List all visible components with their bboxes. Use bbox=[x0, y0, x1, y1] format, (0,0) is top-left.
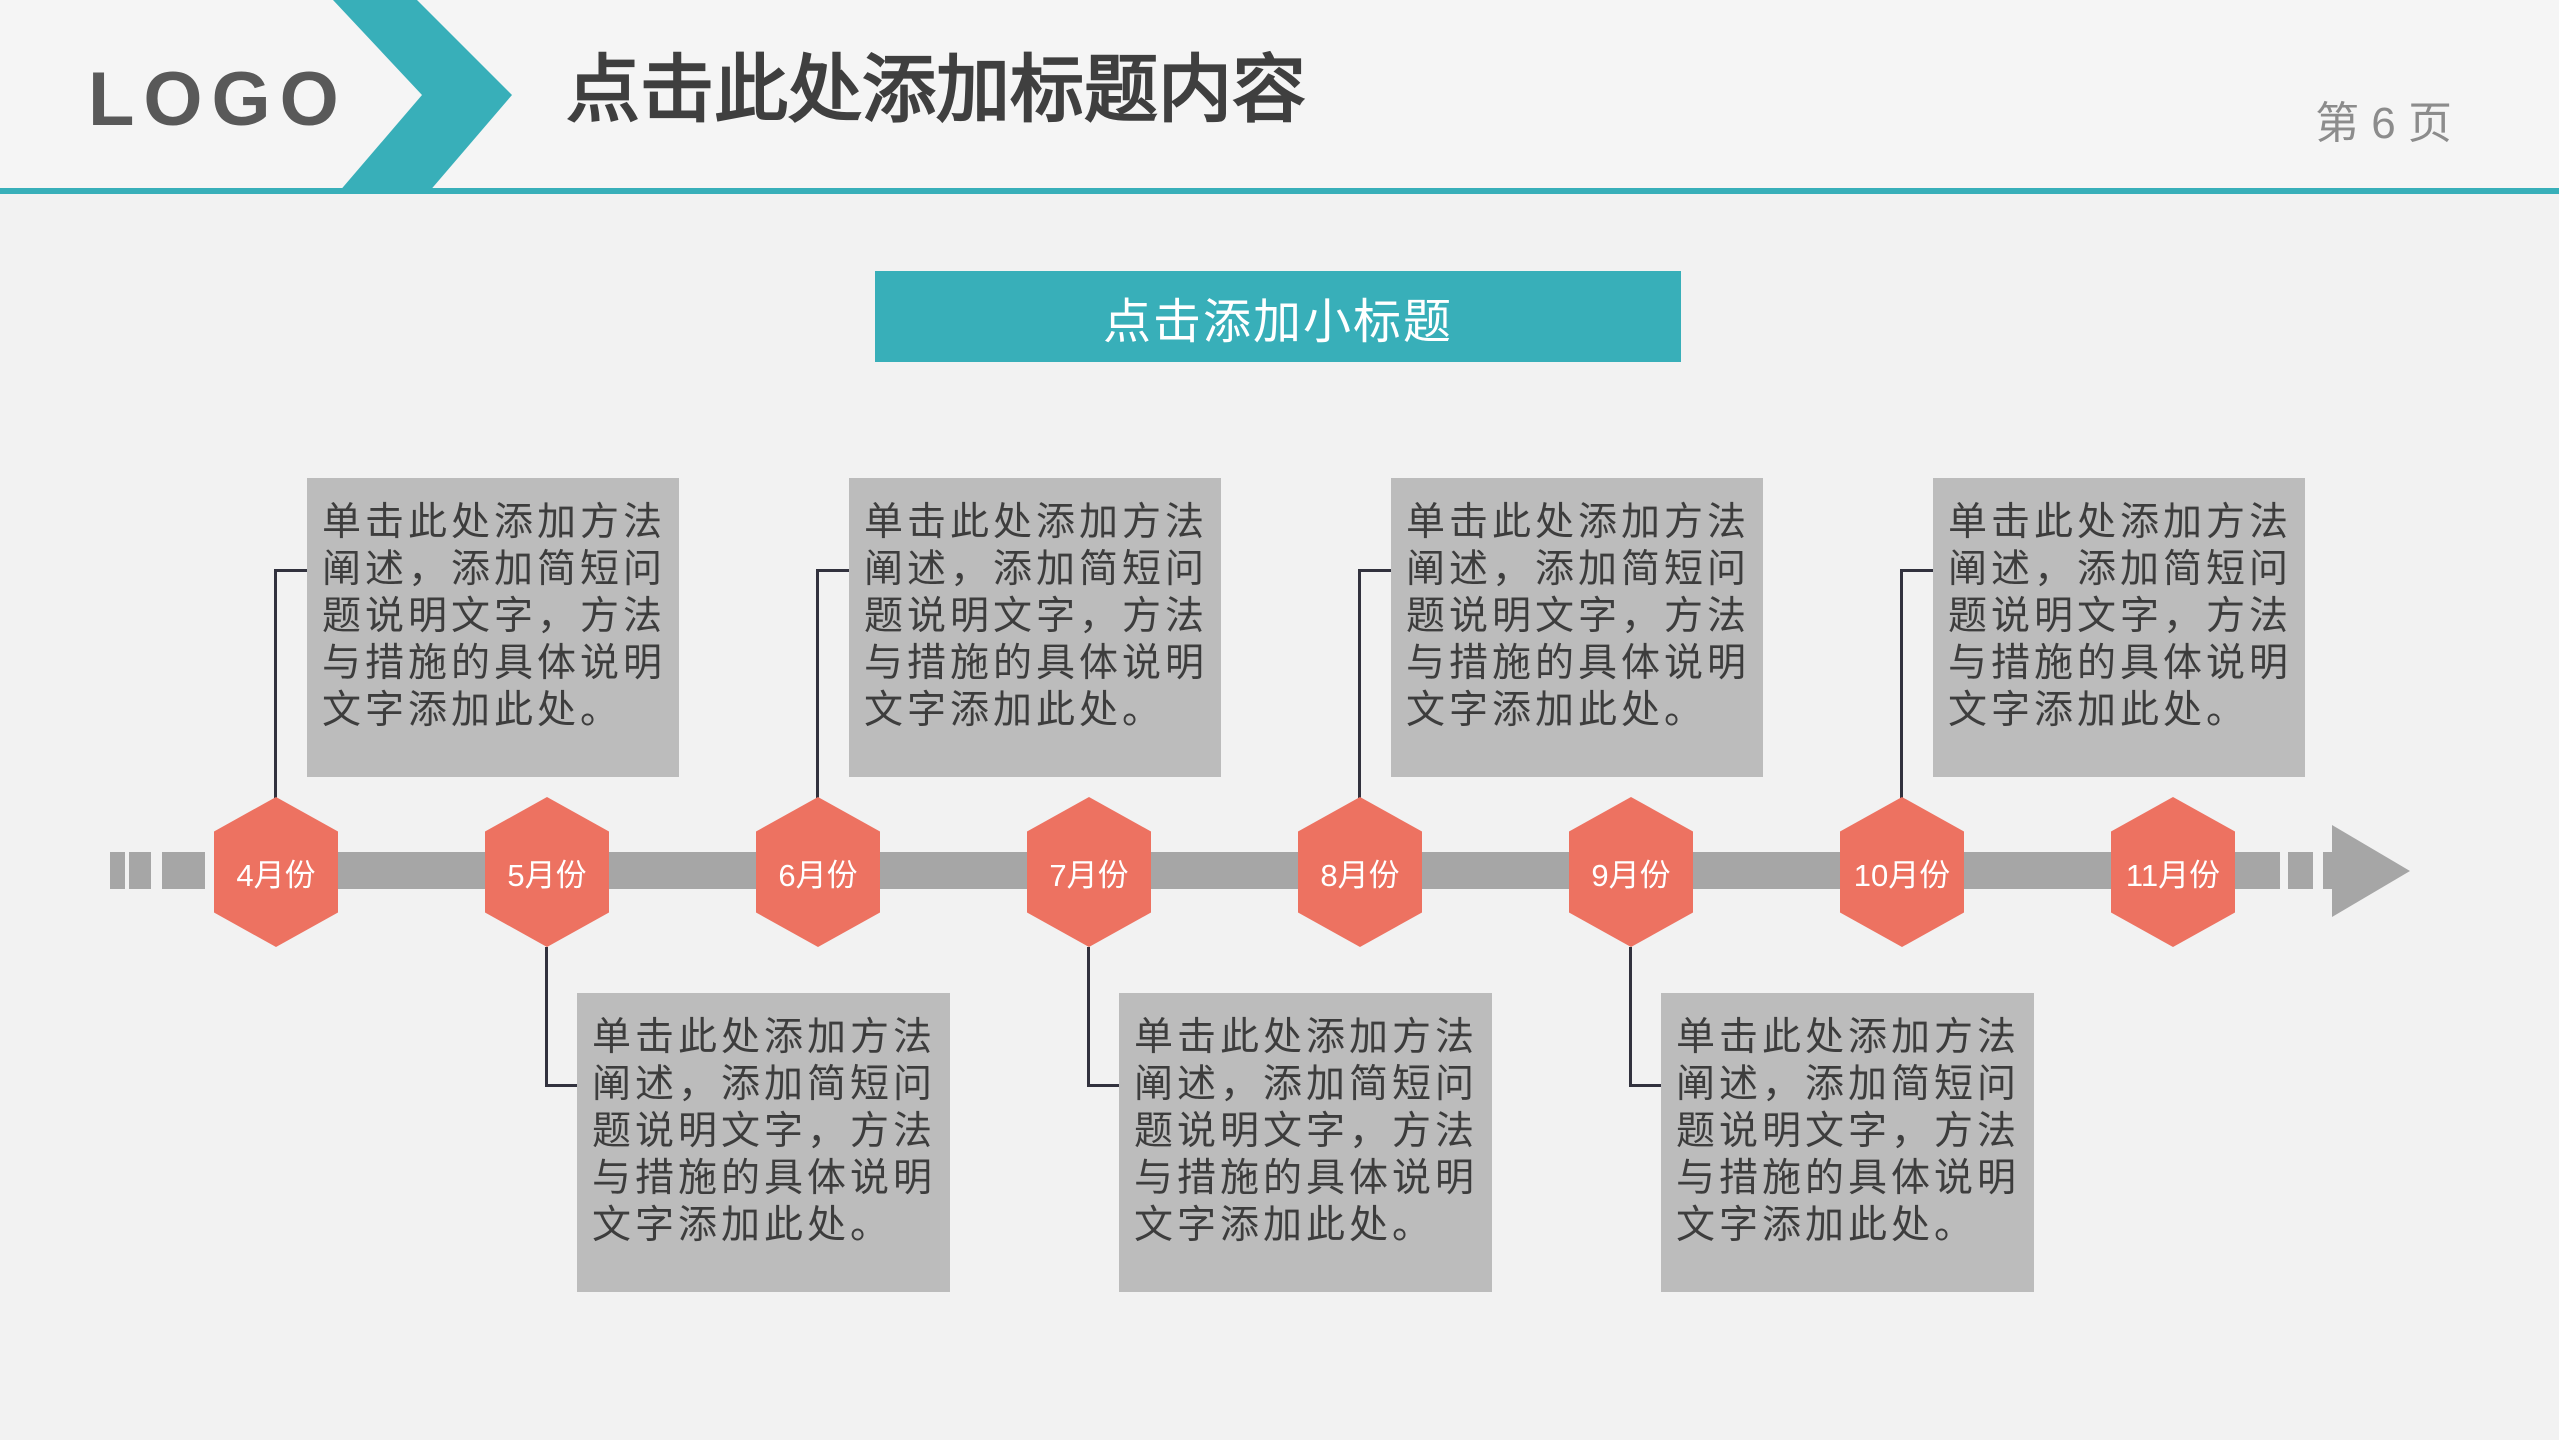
month-label: 4月份 bbox=[236, 857, 316, 893]
note-text: 文字添加此处。 bbox=[864, 689, 1166, 732]
note-text: 与措施的具体说明 bbox=[1676, 1157, 2021, 1200]
note-text: 阐述，添加简短问 bbox=[592, 1063, 937, 1106]
note-box-top-1[interactable]: 单击此处添加方法 阐述，添加简短问 题说明文字，方法 与措施的具体说明 文字添加… bbox=[307, 478, 679, 777]
note-text: 文字添加此处。 bbox=[1406, 689, 1708, 732]
timeline-dash bbox=[2288, 852, 2313, 889]
timeline-dash bbox=[2323, 852, 2332, 889]
note-text: 单击此处添加方法 bbox=[1948, 501, 2293, 544]
connector-line bbox=[1087, 1084, 1121, 1087]
note-box-top-3[interactable]: 单击此处添加方法 阐述，添加简短问 题说明文字，方法 与措施的具体说明 文字添加… bbox=[1391, 478, 1763, 777]
month-label: 6月份 bbox=[778, 857, 858, 893]
hexagon-month-4[interactable]: 4月份 bbox=[214, 797, 338, 947]
note-text: 阐述，添加简短问 bbox=[1948, 548, 2293, 591]
hexagon-month-7[interactable]: 7月份 bbox=[1027, 797, 1151, 947]
hexagon-month-10[interactable]: 10月份 bbox=[1840, 797, 1964, 947]
note-text: 与措施的具体说明 bbox=[1948, 642, 2293, 685]
note-box-bottom-2[interactable]: 单击此处添加方法 阐述，添加简短问 题说明文字，方法 与措施的具体说明 文字添加… bbox=[1119, 993, 1492, 1292]
page-number: 第 6 页 bbox=[2315, 99, 2452, 148]
connector-line bbox=[1900, 569, 1934, 572]
note-text: 文字添加此处。 bbox=[1676, 1204, 1978, 1247]
hexagon-month-8[interactable]: 8月份 bbox=[1298, 797, 1422, 947]
timeline-dash bbox=[110, 852, 125, 889]
hexagon-month-6[interactable]: 6月份 bbox=[756, 797, 880, 947]
note-text: 阐述，添加简短问 bbox=[1676, 1063, 2021, 1106]
note-text: 题说明文字，方法 bbox=[322, 595, 667, 638]
note-text: 题说明文字，方法 bbox=[1676, 1110, 2021, 1153]
connector-line bbox=[1629, 1084, 1663, 1087]
note-box-bottom-1[interactable]: 单击此处添加方法 阐述，添加简短问 题说明文字，方法 与措施的具体说明 文字添加… bbox=[577, 993, 950, 1292]
note-text: 单击此处添加方法 bbox=[322, 501, 667, 544]
note-text: 文字添加此处。 bbox=[592, 1204, 894, 1247]
note-text: 阐述，添加简短问 bbox=[322, 548, 667, 591]
connector-line bbox=[1358, 569, 1361, 798]
note-box-bottom-3[interactable]: 单击此处添加方法 阐述，添加简短问 题说明文字，方法 与措施的具体说明 文字添加… bbox=[1661, 993, 2034, 1292]
month-label: 9月份 bbox=[1591, 857, 1671, 893]
timeline-arrow-icon bbox=[2332, 825, 2410, 917]
hexagon-month-11[interactable]: 11月份 bbox=[2111, 797, 2235, 947]
connector-line bbox=[1358, 569, 1392, 572]
note-text: 题说明文字，方法 bbox=[592, 1110, 937, 1153]
note-text: 与措施的具体说明 bbox=[592, 1157, 937, 1200]
note-text: 题说明文字，方法 bbox=[1406, 595, 1751, 638]
note-text: 与措施的具体说明 bbox=[322, 642, 667, 685]
note-text: 单击此处添加方法 bbox=[592, 1016, 937, 1059]
note-text: 与措施的具体说明 bbox=[1406, 642, 1751, 685]
note-text: 文字添加此处。 bbox=[322, 689, 624, 732]
connector-line bbox=[816, 569, 819, 798]
connector-line bbox=[274, 569, 277, 798]
subtitle-label: 点击添加小标题 bbox=[1102, 295, 1453, 349]
logo-text: LOGO bbox=[88, 57, 348, 142]
note-text: 阐述，添加简短问 bbox=[1134, 1063, 1479, 1106]
subtitle-banner[interactable]: 点击添加小标题 bbox=[875, 271, 1681, 362]
hexagon-month-5[interactable]: 5月份 bbox=[485, 797, 609, 947]
connector-line bbox=[1900, 569, 1903, 798]
page-title[interactable]: 点击此处添加标题内容 bbox=[566, 48, 1306, 131]
note-text: 单击此处添加方法 bbox=[1134, 1016, 1479, 1059]
note-box-top-2[interactable]: 单击此处添加方法 阐述，添加简短问 题说明文字，方法 与措施的具体说明 文字添加… bbox=[849, 478, 1221, 777]
note-box-top-4[interactable]: 单击此处添加方法 阐述，添加简短问 题说明文字，方法 与措施的具体说明 文字添加… bbox=[1933, 478, 2305, 777]
header-divider-line bbox=[0, 188, 2559, 194]
note-text: 题说明文字，方法 bbox=[1134, 1110, 1479, 1153]
note-text: 题说明文字，方法 bbox=[864, 595, 1209, 638]
note-text: 阐述，添加简短问 bbox=[864, 548, 1209, 591]
note-text: 与措施的具体说明 bbox=[864, 642, 1209, 685]
connector-line bbox=[545, 1084, 579, 1087]
note-text: 文字添加此处。 bbox=[1948, 689, 2250, 732]
timeline-dash bbox=[129, 852, 151, 889]
month-label: 10月份 bbox=[1853, 857, 1951, 893]
connector-line bbox=[816, 569, 850, 572]
connector-line bbox=[1629, 947, 1632, 1087]
connector-line bbox=[274, 569, 308, 572]
note-text: 题说明文字，方法 bbox=[1948, 595, 2293, 638]
month-label: 8月份 bbox=[1320, 857, 1400, 893]
month-label: 11月份 bbox=[2125, 857, 2221, 893]
note-text: 与措施的具体说明 bbox=[1134, 1157, 1479, 1200]
connector-line bbox=[1087, 947, 1090, 1087]
note-text: 单击此处添加方法 bbox=[864, 501, 1209, 544]
month-label: 5月份 bbox=[507, 857, 587, 893]
note-text: 单击此处添加方法 bbox=[1406, 501, 1751, 544]
note-text: 文字添加此处。 bbox=[1134, 1204, 1436, 1247]
connector-line bbox=[545, 947, 548, 1087]
timeline-dash bbox=[162, 852, 205, 889]
chevron-icon bbox=[333, 0, 512, 193]
note-text: 阐述，添加简短问 bbox=[1406, 548, 1751, 591]
hexagon-month-9[interactable]: 9月份 bbox=[1569, 797, 1693, 947]
note-text: 单击此处添加方法 bbox=[1676, 1016, 2021, 1059]
month-label: 7月份 bbox=[1049, 857, 1129, 893]
